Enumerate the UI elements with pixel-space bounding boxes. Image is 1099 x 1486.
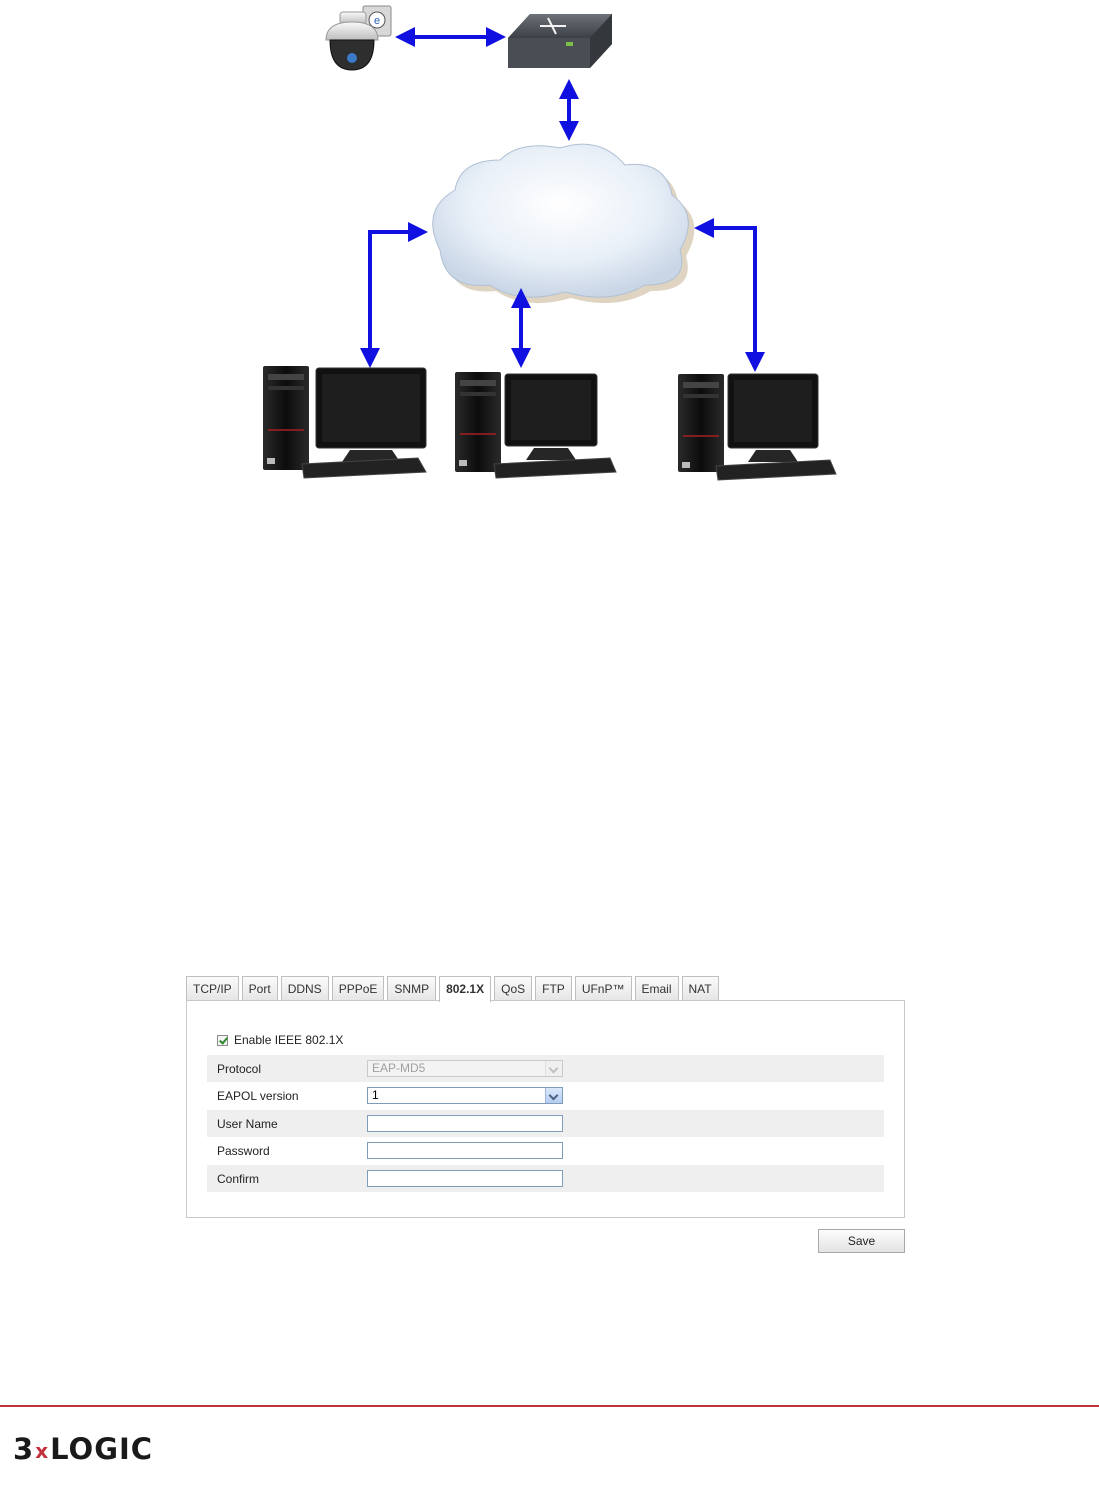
- enable-ieee-label: Enable IEEE 802.1X: [234, 1033, 344, 1047]
- footer-divider: [0, 1405, 1099, 1407]
- confirm-row: Confirm: [207, 1165, 884, 1192]
- enable-ieee-row: Enable IEEE 802.1X: [217, 1032, 343, 1048]
- eapol-version-row: EAPOL version 1: [207, 1082, 884, 1109]
- computer-icon: [263, 366, 427, 479]
- connection-arrows: [360, 27, 765, 372]
- logo-text-logic: LOGIC: [50, 1432, 154, 1466]
- ieee-802-1x-settings-panel: Enable IEEE 802.1X Protocol EAP-MD5 EAPO…: [186, 1000, 905, 1218]
- protocol-label: Protocol: [217, 1061, 262, 1076]
- eapol-version-select-value: 1: [372, 1088, 379, 1102]
- tab-port[interactable]: Port: [241, 976, 278, 1000]
- settings-tab-bar: TCP/IP Port DDNS PPPoE SNMP 802.1X QoS F…: [186, 976, 719, 1002]
- save-button[interactable]: Save: [818, 1229, 905, 1253]
- confirm-password-input[interactable]: [367, 1170, 563, 1187]
- internet-cloud-icon: [432, 143, 695, 304]
- tab-email[interactable]: Email: [634, 976, 679, 1000]
- protocol-select: EAP-MD5: [367, 1060, 563, 1077]
- tab-nat[interactable]: NAT: [681, 976, 719, 1000]
- password-label: Password: [217, 1143, 270, 1158]
- tab-qos[interactable]: QoS: [494, 976, 533, 1000]
- tab-snmp[interactable]: SNMP: [387, 976, 437, 1000]
- eapol-version-select[interactable]: 1: [367, 1087, 563, 1104]
- username-input[interactable]: [367, 1115, 563, 1132]
- tab-pppoe[interactable]: PPPoE: [331, 976, 385, 1000]
- confirm-label: Confirm: [217, 1171, 260, 1186]
- tab-tcp-ip[interactable]: TCP/IP: [186, 976, 239, 1000]
- password-input[interactable]: [367, 1142, 563, 1159]
- tab-802-1x[interactable]: 802.1X: [439, 976, 492, 1002]
- tab-ftp[interactable]: FTP: [535, 976, 572, 1000]
- computer-icon: [678, 373, 837, 481]
- logo-text-3: 3: [13, 1432, 35, 1466]
- enable-ieee-checkbox[interactable]: [217, 1034, 228, 1046]
- tab-ddns[interactable]: DDNS: [280, 976, 329, 1000]
- password-row: Password: [207, 1137, 884, 1164]
- protocol-select-value: EAP-MD5: [372, 1061, 426, 1075]
- ptz-camera-icon: e: [325, 5, 392, 71]
- protocol-row: Protocol EAP-MD5: [207, 1055, 884, 1082]
- logo-text-x: x: [35, 1439, 50, 1463]
- computer-icon: [455, 372, 617, 479]
- tab-ufnp[interactable]: UFnP™: [574, 976, 632, 1000]
- username-label: User Name: [217, 1116, 278, 1131]
- svg-text:e: e: [374, 15, 380, 27]
- network-switch-icon: [508, 14, 612, 68]
- username-row: User Name: [207, 1110, 884, 1137]
- 3xlogic-logo: 3xLOGIC: [13, 1432, 153, 1466]
- eapol-version-label: EAPOL version: [217, 1088, 299, 1103]
- chevron-down-icon[interactable]: [545, 1088, 562, 1103]
- chevron-down-icon: [545, 1061, 562, 1076]
- network-diagram: e: [263, 5, 837, 481]
